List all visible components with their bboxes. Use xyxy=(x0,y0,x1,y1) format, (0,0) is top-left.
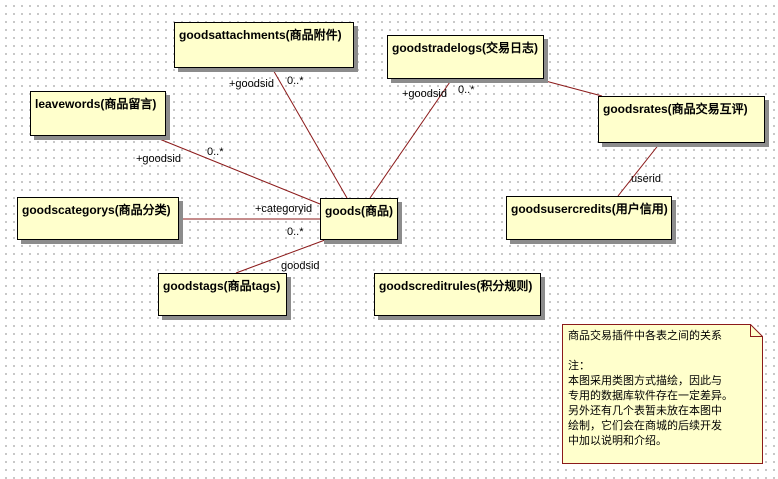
class-goodscreditrules[interactable]: goodscreditrules(积分规则) xyxy=(374,273,541,316)
line-leavewords-goods xyxy=(151,135,321,205)
note-line: 专用的数据库软件存在一定差异。 xyxy=(568,389,733,402)
label-leavewords-mult: 0..* xyxy=(207,146,224,158)
class-goodsrates-name: goodsrates(商品交易互评) xyxy=(603,102,748,116)
note-line: 本图采用类图方式描绘，因此与 xyxy=(568,374,722,387)
note-line: 另外还有几个表暂未放在本图中 xyxy=(568,404,722,417)
class-goodscategorys-name: goodscategorys(商品分类) xyxy=(22,203,171,217)
class-leavewords[interactable]: leavewords(商品留言) xyxy=(30,91,166,136)
line-tags-goods xyxy=(235,239,326,274)
note-heading: 注： xyxy=(568,359,590,372)
class-goods[interactable]: goods(商品) xyxy=(320,198,398,240)
class-goodsusercredits[interactable]: goodsusercredits(用户信用) xyxy=(506,196,672,240)
class-goodstags-name: goodstags(商品tags) xyxy=(163,279,281,293)
label-tradelogs-role: +goodsid xyxy=(402,88,447,100)
line-tradelogs-rates xyxy=(537,78,603,97)
label-credits-role: userid xyxy=(631,173,661,185)
label-tags-role: goodsid xyxy=(281,260,320,272)
class-goodscategorys[interactable]: goodscategorys(商品分类) xyxy=(17,197,179,240)
note-line: 绘制，它们会在商城的后续开发 xyxy=(568,419,722,432)
class-leavewords-name: leavewords(商品留言) xyxy=(35,97,157,111)
class-goodsattachments-name: goodsattachments(商品附件) xyxy=(179,28,342,42)
label-categorys-role: +categoryid xyxy=(255,203,313,215)
note-title: 商品交易插件中各表之间的关系 xyxy=(568,329,722,342)
class-goodsrates[interactable]: goodsrates(商品交易互评) xyxy=(598,96,765,143)
line-rates-credits xyxy=(617,142,661,197)
label-leavewords-role: +goodsid xyxy=(136,153,181,165)
label-tags-mult: 0..* xyxy=(287,226,304,238)
class-goodstradelogs[interactable]: goodstradelogs(交易日志) xyxy=(387,35,544,79)
class-goodstags[interactable]: goodstags(商品tags) xyxy=(158,273,287,316)
label-tradelogs-mult: 0..* xyxy=(458,84,475,96)
label-attachments-role: +goodsid xyxy=(229,78,274,90)
class-goodsusercredits-name: goodsusercredits(用户信用) xyxy=(511,202,668,216)
diagram-note: 商品交易插件中各表之间的关系 注： 本图采用类图方式描绘，因此与 专用的数据库软… xyxy=(562,324,763,464)
class-goodsattachments[interactable]: goodsattachments(商品附件) xyxy=(174,22,354,68)
class-goods-name: goods(商品) xyxy=(325,204,393,218)
line-attachments-goods xyxy=(271,67,348,199)
note-folded-corner-icon xyxy=(562,324,763,464)
label-attachments-mult: 0..* xyxy=(287,75,304,87)
class-goodscreditrules-name: goodscreditrules(积分规则) xyxy=(379,279,533,293)
note-line: 中加以说明和介绍。 xyxy=(568,434,667,447)
class-goodstradelogs-name: goodstradelogs(交易日志) xyxy=(392,41,538,55)
line-tradelogs-goods xyxy=(369,78,453,199)
